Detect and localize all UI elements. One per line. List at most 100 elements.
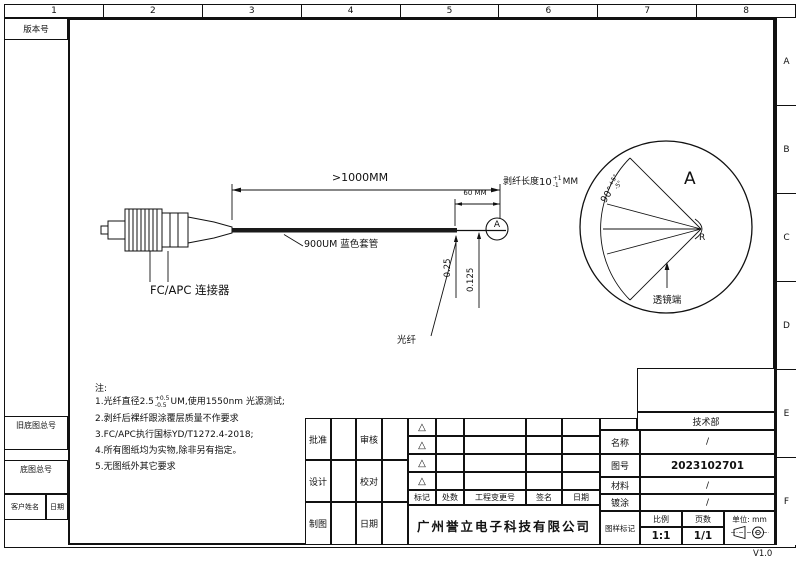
revision-cell bbox=[464, 418, 526, 436]
rev-header-mark: 标记 bbox=[408, 490, 436, 505]
approve-label-cell: 批准 bbox=[305, 418, 331, 460]
note-2: 2.剥纤后裸纤跟涂覆层质量不作要求 bbox=[95, 414, 239, 424]
draft-label-cell: 制图 bbox=[305, 502, 331, 545]
note1-tol-plus: +0.5 bbox=[154, 395, 170, 402]
customer-date-box: 日期 bbox=[46, 494, 68, 520]
zone-number-strip: 1 2 3 4 5 6 7 8 bbox=[4, 4, 796, 18]
drawing-no-label-cell: 图号 bbox=[600, 454, 640, 477]
drawing-no-value-cell: 2023102701 bbox=[640, 454, 775, 477]
revision-cell bbox=[526, 472, 562, 490]
coating-value-cell: / bbox=[640, 494, 775, 511]
notes-title: 注: bbox=[95, 384, 108, 394]
version-box: 版本号 bbox=[4, 18, 68, 40]
revision-cell bbox=[436, 472, 464, 490]
tube-label: 900UM 蓝色套管 bbox=[304, 239, 379, 250]
revision-cell bbox=[464, 472, 526, 490]
connector-label: FC/APC 连接器 bbox=[150, 283, 230, 297]
material-value-cell: / bbox=[640, 477, 775, 494]
lens-radius-label: R bbox=[699, 233, 706, 243]
strip-length-unit: MM bbox=[562, 177, 579, 188]
rev-header-change-no: 工程变更号 bbox=[464, 490, 526, 505]
note-4: 4.所有图纸均为实物,除非另有指定。 bbox=[95, 446, 242, 456]
proofread-label-cell: 校对 bbox=[356, 460, 382, 502]
pages-value-cell: 1/1 bbox=[682, 527, 724, 545]
sample-mark-cell: 图样标记 bbox=[600, 511, 640, 545]
revision-cell bbox=[436, 454, 464, 472]
name-label-cell: 名称 bbox=[600, 430, 640, 454]
revision-cell bbox=[464, 454, 526, 472]
customer-name-box: 客户姓名 bbox=[4, 494, 46, 520]
note-1-prefix: 1.光纤直径2.5 bbox=[95, 397, 154, 408]
zone-number-3: 3 bbox=[203, 5, 302, 17]
detail-marker-letter: A bbox=[493, 220, 501, 230]
zone-letter-d: D bbox=[777, 282, 796, 370]
revision-cell bbox=[436, 436, 464, 454]
approve-signature-cell bbox=[331, 418, 356, 460]
date-value-cell bbox=[382, 502, 408, 545]
footer-version: V1.0 bbox=[753, 549, 773, 559]
fiber-label: 光纤 bbox=[397, 335, 417, 346]
sleeve-length-dimension: 60 MM bbox=[463, 189, 487, 197]
zone-letter-f: F bbox=[783, 496, 790, 507]
revision-mark: △ bbox=[408, 472, 436, 490]
note-1-tolerance: +0.5-0.5 bbox=[154, 395, 170, 409]
department-cell: 技术部 bbox=[637, 412, 775, 430]
date-label-cell: 日期 bbox=[356, 502, 382, 545]
zone-number-7: 7 bbox=[598, 5, 698, 17]
zone-number-6: 6 bbox=[499, 5, 599, 17]
draft-signature-cell bbox=[331, 502, 356, 545]
zone-letter-strip: A B C D E F bbox=[775, 18, 796, 545]
design-label-cell: 设计 bbox=[305, 460, 331, 502]
coating-label-cell: 镀涂 bbox=[600, 494, 640, 511]
rev-header-count: 处数 bbox=[436, 490, 464, 505]
zone-number-1: 1 bbox=[5, 5, 104, 17]
strip-tol-plus: +1 bbox=[552, 175, 562, 182]
overall-length-dimension: >1000MM bbox=[331, 171, 389, 184]
zone-letter-c: C bbox=[777, 194, 796, 282]
revision-cell bbox=[464, 436, 526, 454]
lens-end-label: 透镜端 bbox=[652, 295, 682, 306]
revision-mark: △ bbox=[408, 454, 436, 472]
spacer-cell bbox=[600, 418, 637, 430]
scale-value-cell: 1:1 bbox=[640, 527, 682, 545]
revision-cell bbox=[562, 418, 600, 436]
note-1-suffix: UM,使用1550nm 光源测试; bbox=[170, 397, 285, 408]
strip-length-value: 10 bbox=[539, 176, 552, 188]
review-signature-cell bbox=[382, 418, 408, 460]
review-label-cell: 审核 bbox=[356, 418, 382, 460]
pages-label-cell: 页数 bbox=[682, 511, 724, 527]
revision-cell bbox=[526, 418, 562, 436]
coating-diameter-dimension: 0.25 bbox=[443, 258, 454, 278]
revision-table: △ △ △ △ bbox=[408, 418, 600, 490]
revision-mark: △ bbox=[408, 418, 436, 436]
zone-number-8: 8 bbox=[743, 6, 749, 16]
strip-length-tolerance: +1-1 bbox=[552, 175, 562, 189]
strip-tol-minus: -1 bbox=[552, 181, 559, 189]
note1-tol-minus: -0.5 bbox=[154, 401, 167, 409]
zone-number-5: 5 bbox=[401, 5, 500, 17]
projection-symbol-icon bbox=[730, 525, 769, 540]
revision-cell bbox=[526, 454, 562, 472]
revision-cell bbox=[526, 436, 562, 454]
unit-label: 单位: mm bbox=[732, 515, 767, 524]
company-name-cell: 广州誉立电子科技有限公司 bbox=[408, 505, 600, 545]
strip-length-prefix: 剥纤长度 bbox=[503, 177, 540, 188]
revision-mark: △ bbox=[408, 436, 436, 454]
revision-cell bbox=[562, 472, 600, 490]
revision-cell bbox=[436, 418, 464, 436]
rev-header-date: 日期 bbox=[562, 490, 600, 505]
department-empty-box bbox=[637, 368, 775, 412]
cladding-diameter-dimension: 0.125 bbox=[466, 267, 477, 293]
scale-label-cell: 比例 bbox=[640, 511, 682, 527]
proofread-signature-cell bbox=[382, 460, 408, 502]
note-5: 5.无图纸外其它要求 bbox=[95, 462, 176, 472]
zone-number-4: 4 bbox=[302, 5, 401, 17]
material-label-cell: 材料 bbox=[600, 477, 640, 494]
name-value-cell: / bbox=[640, 430, 775, 454]
zone-letter-e: E bbox=[777, 370, 796, 458]
revision-cell bbox=[562, 436, 600, 454]
unit-cell: 单位: mm bbox=[724, 511, 775, 545]
